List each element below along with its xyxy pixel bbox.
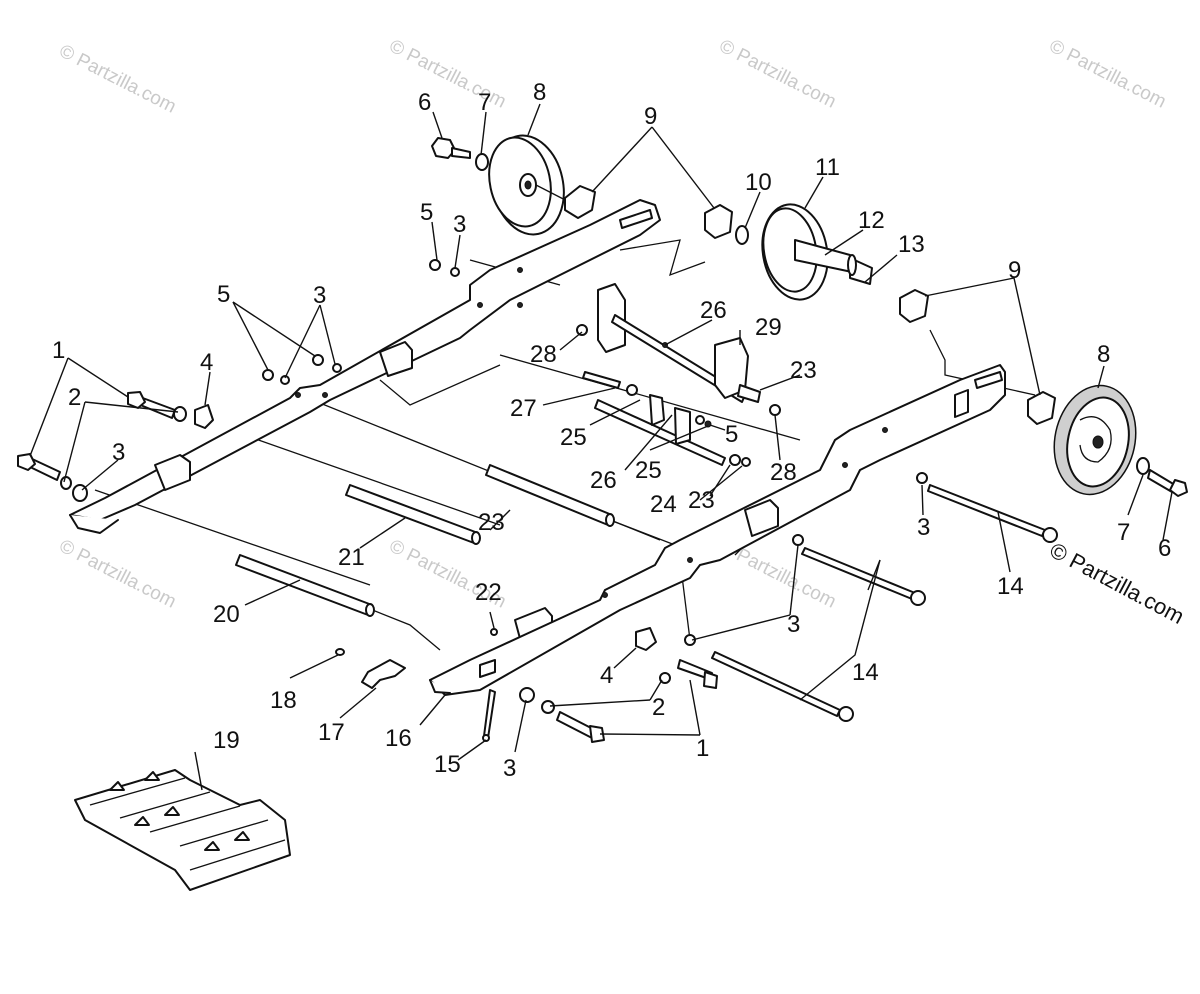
callout-7a: 7 [478,89,491,116]
callout-21: 21 [338,544,365,571]
callout-24: 24 [650,491,677,518]
track-section [74,769,291,891]
bolt-upper-left [431,137,489,171]
callout-5a: 5 [217,281,230,308]
callout-1a: 1 [52,337,65,364]
leader-lines [29,103,1173,791]
callout-3a: 3 [112,439,125,466]
callout-27: 27 [510,395,537,422]
callout-19: 19 [213,727,240,754]
idler-wheel-axle [761,203,873,301]
callout-13: 13 [898,231,925,258]
callout-8b: 8 [1097,341,1110,368]
callout-14b: 14 [852,659,879,686]
callout-23b: 23 [688,487,715,514]
rear-arm-assembly [597,283,761,403]
cross-shafts [235,464,615,617]
idler-wheel-lower [1053,384,1137,496]
callout-2b: 2 [652,694,665,721]
long-bolts [711,484,1058,722]
callout-28a: 28 [530,341,557,368]
small-hardware [335,628,498,742]
callout-6a: 6 [418,89,431,116]
callout-4a: 4 [200,349,213,376]
bolts-1 [17,391,718,743]
callout-20: 20 [213,601,240,628]
callout-5b: 5 [420,199,433,226]
callout-3e: 3 [787,611,800,638]
callout-9a: 9 [644,103,657,130]
spacer-blocks [564,185,1056,425]
callout-23c: 23 [478,509,505,536]
callout-3d: 3 [917,514,930,541]
watermark-1: © Partzilla.com [56,41,180,118]
callout-17: 17 [318,719,345,746]
left-rail [69,199,661,534]
lower-pivot-assembly [576,324,781,467]
callout-6b: 6 [1158,535,1171,562]
right-rail-brackets [744,389,969,537]
callout-9b: 9 [1008,257,1021,284]
callout-14a: 14 [997,573,1024,600]
watermark-4: © Partzilla.com [1046,36,1170,113]
callout-15: 15 [434,751,461,778]
callout-4b: 4 [600,662,613,689]
callout-2a: 2 [68,384,81,411]
idler-wheel-upper [488,134,576,236]
bolt-lower-right [1136,457,1188,497]
callout-8a: 8 [533,79,546,106]
callout-3c: 3 [453,211,466,238]
callout-7b: 7 [1117,519,1130,546]
callout-16: 16 [385,725,412,752]
callout-3b: 3 [313,282,326,309]
brackets-4 [194,404,657,651]
right-rail [429,364,1006,696]
callout-25a: 25 [560,424,587,451]
callout-3f: 3 [503,755,516,782]
callout-11: 11 [815,154,840,181]
callout-12: 12 [858,207,885,234]
callout-26a: 26 [700,297,727,324]
callout-10: 10 [745,169,772,196]
callout-29: 29 [755,314,782,341]
watermark-5: © Partzilla.com [56,536,180,613]
callout-25b: 25 [635,457,662,484]
callout-23a: 23 [790,357,817,384]
callout-22: 22 [475,579,502,606]
callout-1b: 1 [696,735,709,762]
callout-28b: 28 [770,459,797,486]
washer-10 [735,225,749,245]
watermark-3: © Partzilla.com [716,36,840,113]
callout-26b: 26 [590,467,617,494]
callout-5c: 5 [725,421,738,448]
callout-18: 18 [270,687,297,714]
callout-labels: 1 2 3 4 5 3 5 3 6 7 8 9 10 11 12 13 9 8 … [52,79,1171,782]
